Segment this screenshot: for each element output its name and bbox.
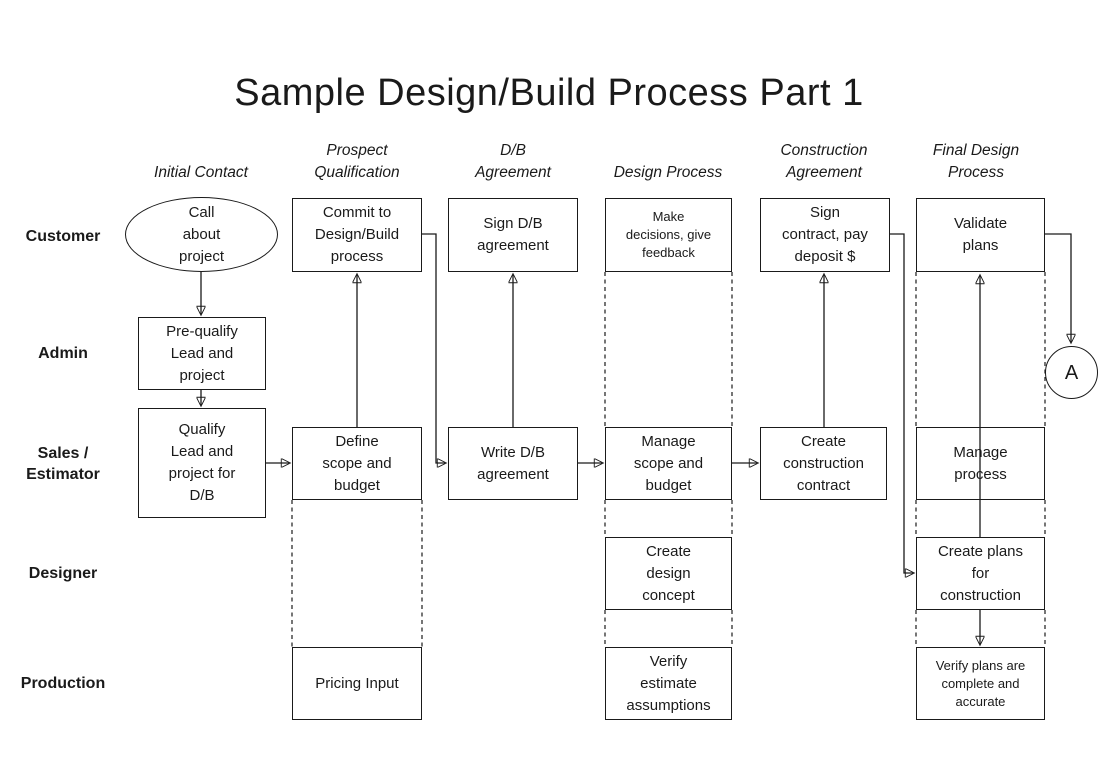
phase-header-construction-agreement: Construction Agreement (780, 142, 868, 181)
node-verify-estimate: Verify estimate assumptions (605, 647, 732, 720)
node-create-construction-contract: Create construction contract (760, 427, 887, 500)
node-pre-qualify-lead: Pre-qualify Lead and project (138, 317, 266, 390)
node-sign-db-agreement: Sign D/B agreement (448, 198, 578, 272)
phase-header-design-process: Design Process (613, 164, 723, 181)
node-verify-plans: Verify plans are complete and accurate (916, 647, 1045, 720)
node-create-plans: Create plans for construction (916, 537, 1045, 610)
role-label-admin: Admin (38, 345, 88, 362)
page-title: Sample Design/Build Process Part 1 (234, 72, 864, 114)
node-manage-scope-budget: Manage scope and budget (605, 427, 732, 500)
node-commit-to-db-process: Commit to Design/Build process (292, 198, 422, 272)
node-pricing-input: Pricing Input (292, 647, 422, 720)
phase-header-db-agreement: D/B Agreement (475, 142, 551, 181)
arrow-commit-to-write-db (422, 233, 445, 463)
node-manage-process: Manage process (916, 427, 1045, 500)
arrow-sign-contract-to-create-plans (890, 233, 913, 573)
role-label-production: Production (20, 675, 106, 692)
node-validate-plans: Validate plans (916, 198, 1045, 272)
arrow-validate-to-connector-a (1045, 233, 1071, 342)
phase-header-final-design-process: Final Design Process (932, 142, 1020, 181)
role-label-customer: Customer (25, 228, 101, 245)
node-qualify-lead: Qualify Lead and project for D/B (138, 408, 266, 518)
node-define-scope-budget: Define scope and budget (292, 427, 422, 500)
node-write-db-agreement: Write D/B agreement (448, 427, 578, 500)
node-offpage-connector-a: A (1045, 346, 1098, 399)
role-label-designer: Designer (28, 565, 98, 582)
node-make-decisions: Make decisions, give feedback (605, 198, 732, 272)
node-sign-contract: Sign contract, pay deposit $ (760, 198, 890, 272)
role-label-sales-estimator: Sales / Estimator (26, 445, 100, 483)
phase-header-initial-contact: Initial Contact (154, 164, 248, 181)
node-create-design-concept: Create design concept (605, 537, 732, 610)
node-call-about-project: Call about project (125, 197, 278, 272)
phase-header-prospect-qualification: Prospect Qualification (314, 142, 400, 181)
